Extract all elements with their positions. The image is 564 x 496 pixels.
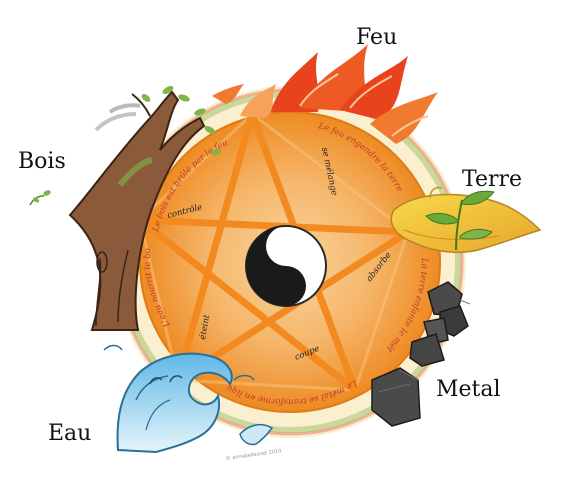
plant-icon: [390, 186, 542, 254]
yin-yang-icon: [245, 225, 327, 307]
label-eau: Eau: [48, 421, 91, 446]
label-eteint: éteint: [197, 313, 212, 340]
label-feu: Feu: [356, 25, 397, 50]
tree-icon: [29, 86, 221, 331]
flame-icon: [212, 44, 438, 144]
label-metal: Metal: [436, 377, 501, 402]
rocks-icon: [371, 281, 471, 427]
pentagram: [136, 110, 412, 394]
credit-text: © annabellesvet 2010: [225, 447, 282, 462]
label-bois: Bois: [18, 149, 66, 174]
wave-icon: [103, 344, 274, 454]
label-terre: Terre: [462, 167, 522, 192]
